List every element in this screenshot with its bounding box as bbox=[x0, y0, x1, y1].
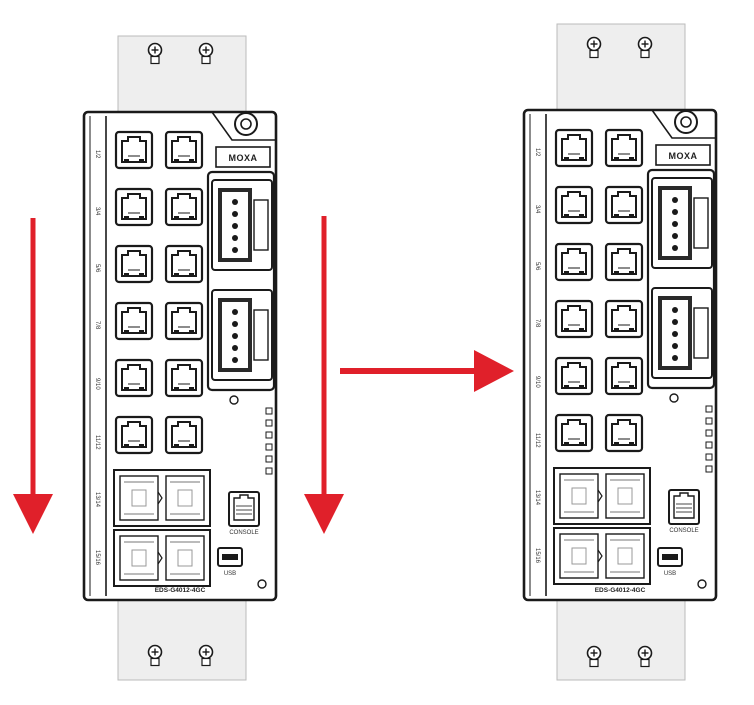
sfp-cage-bottom bbox=[113, 529, 211, 587]
port-label: 13/14 bbox=[534, 490, 540, 506]
screw-icon bbox=[637, 36, 653, 59]
console-label: CONSOLE bbox=[229, 530, 258, 536]
port-label: 3/4 bbox=[94, 207, 100, 216]
brand-logo: MOXA bbox=[669, 151, 698, 161]
port-label: 13/14 bbox=[94, 492, 100, 508]
usb-label: USB bbox=[224, 571, 236, 577]
model-label: EDS-G4012-4GC bbox=[595, 587, 646, 594]
port-label: 1/2 bbox=[534, 148, 540, 157]
right-arrow-icon bbox=[474, 350, 514, 392]
sfp-cage-top bbox=[113, 469, 211, 527]
screw-icon bbox=[198, 644, 214, 667]
device-before: MOXA 1/2 3/4 5/6 7/8 9/10 11/12 13/14 15… bbox=[82, 35, 278, 681]
logo-plate bbox=[215, 146, 271, 168]
port-labels: 1/2 3/4 5/6 7/8 9/10 11/12 13/14 15/16 bbox=[534, 148, 540, 564]
logo-plate bbox=[655, 144, 711, 166]
relay-terminal-block bbox=[211, 289, 273, 381]
console-port bbox=[228, 491, 260, 527]
brand-logo: MOXA bbox=[229, 153, 258, 163]
port-label: 3/4 bbox=[534, 205, 540, 214]
console-label: CONSOLE bbox=[669, 528, 698, 534]
power-terminal-block bbox=[651, 177, 713, 269]
screw-icon bbox=[198, 42, 214, 65]
down-arrow-middle-icon bbox=[304, 494, 344, 534]
arrows bbox=[13, 216, 514, 534]
screw-icon bbox=[147, 42, 163, 65]
down-arrow-left-icon bbox=[13, 494, 53, 534]
port-label: 5/6 bbox=[94, 264, 100, 273]
port-label: 7/8 bbox=[534, 319, 540, 328]
bottom-mounting-plate bbox=[117, 597, 247, 681]
port-label: 15/16 bbox=[534, 548, 540, 564]
screw-icon bbox=[637, 645, 653, 668]
port-label: 9/10 bbox=[534, 376, 540, 388]
port-label: 11/12 bbox=[94, 435, 100, 450]
power-terminal-block bbox=[211, 179, 273, 271]
sfp-cage-bottom bbox=[553, 527, 651, 585]
port-label: 7/8 bbox=[94, 321, 100, 330]
relay-terminal-block bbox=[651, 287, 713, 379]
model-label: EDS-G4012-4GC bbox=[155, 587, 206, 594]
port-label: 9/10 bbox=[94, 378, 100, 390]
top-mounting-plate bbox=[117, 35, 247, 119]
usb-label: USB bbox=[664, 571, 676, 577]
screw-icon bbox=[147, 644, 163, 667]
port-label: 11/12 bbox=[534, 433, 540, 448]
usb-port bbox=[657, 547, 683, 567]
device-after: MOXA 1/2 3/4 5/6 7/8 9/10 11/12 13/14 15… bbox=[522, 23, 718, 681]
port-label: 5/6 bbox=[534, 262, 540, 271]
screw-icon bbox=[586, 645, 602, 668]
top-mounting-plate bbox=[556, 23, 686, 117]
screw-icon bbox=[586, 36, 602, 59]
bottom-mounting-plate bbox=[556, 597, 686, 681]
port-label: 15/16 bbox=[94, 550, 100, 566]
led-indicators bbox=[265, 407, 273, 475]
port-labels: 1/2 3/4 5/6 7/8 9/10 11/12 13/14 15/16 bbox=[94, 150, 100, 566]
usb-port bbox=[217, 547, 243, 567]
port-label: 1/2 bbox=[94, 150, 100, 159]
console-port bbox=[668, 489, 700, 525]
sfp-cage-top bbox=[553, 467, 651, 525]
led-indicators bbox=[705, 405, 713, 473]
